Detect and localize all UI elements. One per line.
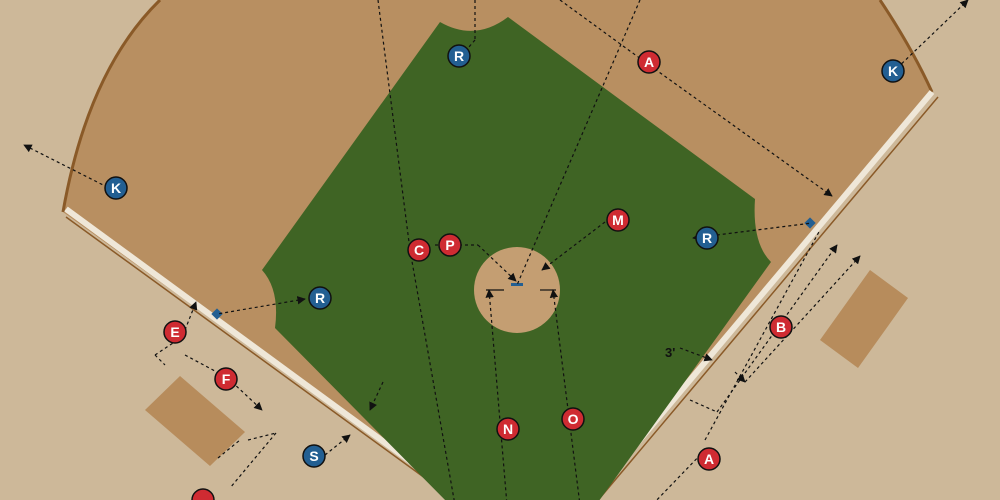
outfield-fence (61, 0, 162, 213)
svg-text:N: N (503, 421, 513, 437)
pitchers-mound (474, 247, 560, 333)
marker-b: B (769, 315, 793, 339)
svg-text:P: P (445, 237, 454, 253)
bullpen-left (145, 376, 245, 466)
svg-text:K: K (888, 63, 898, 79)
marker-e: E (163, 320, 187, 344)
marker-r-top: R (447, 44, 471, 68)
bullpen-right (820, 270, 908, 368)
foul-line-right-edge (597, 96, 939, 500)
svg-text:C: C (414, 242, 424, 258)
marker-c: C (407, 238, 431, 262)
svg-text:S: S (309, 448, 318, 464)
marker-k-right: K (881, 59, 905, 83)
svg-text:M: M (612, 212, 624, 228)
svg-text:F: F (222, 371, 231, 387)
marker-partial (191, 488, 215, 500)
marker-k-left: K (104, 176, 128, 200)
three-foot-annotation: 3' (665, 345, 675, 360)
marker-o: O (561, 407, 585, 431)
marker-r-right: R (695, 226, 719, 250)
foul-line-left-edge (65, 216, 457, 500)
base-right (804, 217, 816, 229)
pitchers-rubber (511, 283, 523, 286)
marker-f: F (214, 367, 238, 391)
marker-m: M (606, 208, 630, 232)
base-left (211, 308, 223, 320)
svg-text:A: A (704, 451, 714, 467)
svg-text:R: R (702, 230, 712, 246)
svg-text:E: E (170, 324, 179, 340)
outfield-fence-right (878, 0, 934, 93)
marker-p: P (438, 233, 462, 257)
marker-n: N (496, 417, 520, 441)
svg-text:R: R (315, 290, 325, 306)
marker-a-bottom: A (697, 447, 721, 471)
svg-text:R: R (454, 48, 464, 64)
marker-s: S (302, 444, 326, 468)
marker-a-top: A (637, 50, 661, 74)
svg-text:A: A (644, 54, 654, 70)
marker-r-left: R (308, 286, 332, 310)
svg-text:K: K (111, 180, 121, 196)
svg-text:O: O (568, 411, 579, 427)
svg-text:B: B (776, 319, 786, 335)
